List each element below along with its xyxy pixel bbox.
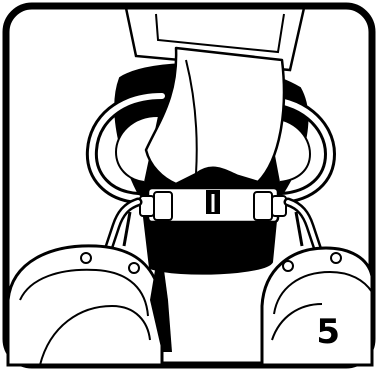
step-number: 5 [316, 315, 340, 349]
buckle-left-cap [140, 196, 154, 216]
right-cup-rivet-1 [283, 261, 293, 271]
left-cup [8, 246, 162, 365]
left-cup-rivet-2 [129, 263, 139, 273]
right-cup-rivet-2 [331, 253, 341, 263]
device-frame-slot [156, 14, 284, 52]
buckle-right-roller [254, 192, 272, 220]
buckle-left-roller [154, 192, 172, 220]
buckle-right-cap [272, 196, 286, 216]
left-cup-rivet-1 [81, 253, 91, 263]
